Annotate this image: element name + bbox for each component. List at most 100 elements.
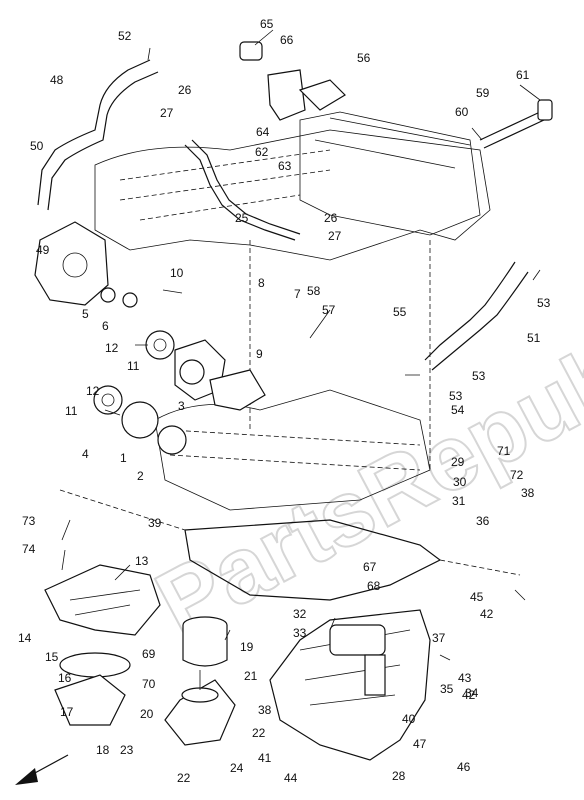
callout-15: 15 bbox=[45, 650, 59, 664]
callout-49: 49 bbox=[36, 243, 50, 257]
callout-18: 18 bbox=[96, 743, 110, 757]
oil-pan bbox=[269, 609, 431, 761]
callout-11: 11 bbox=[65, 404, 78, 418]
callout-42: 42 bbox=[462, 688, 476, 702]
callout-54: 54 bbox=[451, 403, 465, 417]
callout-6: 6 bbox=[102, 319, 109, 333]
callout-72: 72 bbox=[510, 468, 524, 482]
callout-8: 8 bbox=[258, 276, 265, 290]
callout-22: 22 bbox=[252, 726, 266, 740]
callout-38: 38 bbox=[521, 486, 535, 500]
callout-59: 59 bbox=[476, 86, 490, 100]
callout-30: 30 bbox=[453, 475, 467, 489]
callout-60: 60 bbox=[455, 105, 469, 119]
callout-42: 42 bbox=[480, 607, 494, 621]
callout-26: 26 bbox=[178, 83, 192, 97]
callout-45: 45 bbox=[470, 590, 484, 604]
callout-23: 23 bbox=[120, 743, 134, 757]
pipe-62 bbox=[479, 99, 553, 149]
hose-49 bbox=[37, 59, 159, 211]
callout-62: 62 bbox=[255, 145, 269, 159]
oil-pump bbox=[174, 339, 266, 411]
callout-7: 7 bbox=[294, 287, 301, 301]
front-arrow-icon bbox=[15, 754, 69, 785]
callout-73: 73 bbox=[22, 514, 36, 528]
callout-46: 46 bbox=[457, 760, 471, 774]
callout-20: 20 bbox=[140, 707, 154, 721]
callout-50: 50 bbox=[30, 139, 44, 153]
callout-12: 12 bbox=[86, 384, 100, 398]
leader-lines bbox=[61, 29, 541, 690]
callout-70: 70 bbox=[142, 677, 156, 691]
callout-2: 2 bbox=[137, 469, 144, 483]
callout-56: 56 bbox=[357, 51, 371, 65]
callout-28: 28 bbox=[392, 769, 406, 783]
callout-71: 71 bbox=[497, 444, 511, 458]
callout-40: 40 bbox=[402, 712, 416, 726]
callout-10: 10 bbox=[170, 266, 184, 280]
callout-68: 68 bbox=[367, 579, 381, 593]
callout-34: 34 bbox=[465, 686, 479, 700]
oil-pan-gasket bbox=[59, 489, 521, 601]
callout-47: 47 bbox=[413, 737, 427, 751]
callout-27: 27 bbox=[160, 106, 174, 120]
callout-19: 19 bbox=[240, 640, 254, 654]
callout-4: 4 bbox=[82, 447, 89, 461]
callout-35: 35 bbox=[440, 682, 454, 696]
pan-cover bbox=[54, 652, 131, 726]
callout-12: 12 bbox=[105, 341, 119, 355]
oil-strainer bbox=[164, 616, 236, 746]
callout-38: 38 bbox=[258, 703, 272, 717]
callout-9: 9 bbox=[256, 347, 263, 361]
callout-25: 25 bbox=[235, 211, 249, 225]
callout-14: 14 bbox=[18, 631, 32, 645]
callout-24: 24 bbox=[230, 761, 244, 775]
callout-26: 26 bbox=[324, 211, 338, 225]
callout-32: 32 bbox=[293, 607, 307, 621]
side-cover bbox=[34, 221, 138, 308]
callout-33: 33 bbox=[293, 626, 307, 640]
callout-27: 27 bbox=[328, 229, 342, 243]
callout-5: 5 bbox=[82, 307, 89, 321]
baffle-plate bbox=[44, 564, 161, 636]
callout-69: 69 bbox=[142, 647, 156, 661]
callout-29: 29 bbox=[451, 455, 465, 469]
callout-11: 11 bbox=[127, 359, 140, 373]
callout-55: 55 bbox=[393, 305, 407, 319]
callout-48: 48 bbox=[50, 73, 64, 87]
callout-labels: 1234567891011111212131415161718192021222… bbox=[18, 17, 551, 785]
callout-53: 53 bbox=[472, 369, 486, 383]
callout-53: 53 bbox=[537, 296, 551, 310]
callout-74: 74 bbox=[22, 542, 36, 556]
callout-61: 61 bbox=[516, 68, 530, 82]
callout-41: 41 bbox=[258, 751, 272, 765]
callout-44: 44 bbox=[284, 771, 298, 785]
pipe-25 bbox=[184, 139, 301, 241]
breather-assembly bbox=[239, 41, 346, 121]
callout-67: 67 bbox=[363, 560, 377, 574]
callout-31: 31 bbox=[452, 494, 466, 508]
callout-57: 57 bbox=[322, 303, 336, 317]
callout-58: 58 bbox=[307, 284, 321, 298]
callout-36: 36 bbox=[476, 514, 490, 528]
callout-64: 64 bbox=[256, 125, 270, 139]
gears bbox=[93, 330, 187, 455]
callout-53: 53 bbox=[449, 389, 463, 403]
callout-51: 51 bbox=[527, 331, 541, 345]
callout-37: 37 bbox=[432, 631, 446, 645]
callout-16: 16 bbox=[58, 671, 72, 685]
hose-52 bbox=[424, 261, 529, 371]
callout-66: 66 bbox=[280, 33, 294, 47]
callout-22: 22 bbox=[177, 771, 191, 785]
callout-52: 52 bbox=[118, 29, 132, 43]
callout-21: 21 bbox=[244, 669, 258, 683]
callout-63: 63 bbox=[278, 159, 292, 173]
callout-3: 3 bbox=[178, 399, 185, 413]
callout-17: 17 bbox=[60, 705, 74, 719]
callout-1: 1 bbox=[120, 451, 127, 465]
callout-43: 43 bbox=[458, 671, 472, 685]
watermark: PartsRepublik bbox=[141, 274, 584, 655]
callout-13: 13 bbox=[135, 554, 149, 568]
